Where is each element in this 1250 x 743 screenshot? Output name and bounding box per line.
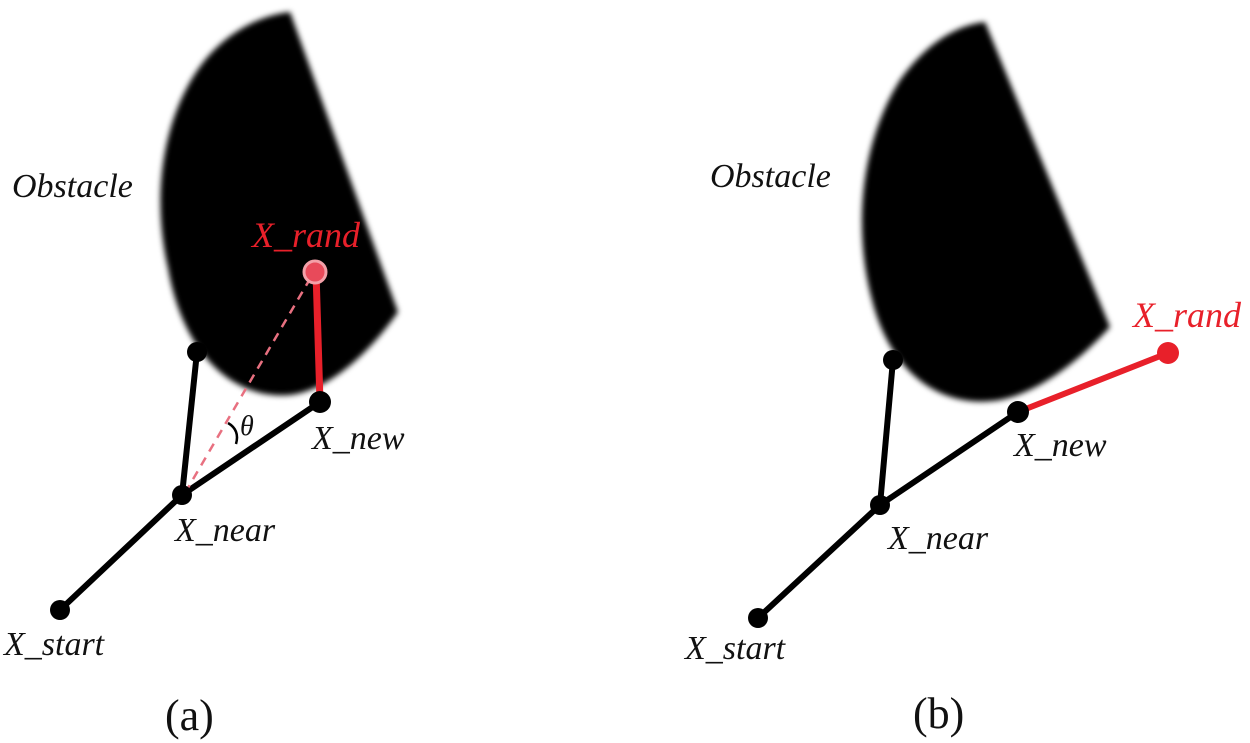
edge-near-new-b	[877, 409, 1021, 508]
edge-near-branch-a	[179, 349, 200, 498]
angle-label: θ	[240, 411, 254, 442]
dashed-line-near-rand	[183, 271, 316, 494]
obstacle-shape-b	[861, 22, 1110, 402]
x-new-label-b: X_new	[1012, 427, 1107, 464]
edge-near-branch-b	[877, 357, 896, 508]
node-x-start-b	[748, 608, 768, 628]
edge-new-rand-a	[312, 268, 324, 406]
node-branch-b	[883, 350, 903, 370]
node-x-rand-a	[302, 259, 328, 285]
x-near-label-a: X_near	[173, 512, 276, 549]
obstacle-label-b: Obstacle	[710, 158, 831, 195]
x-start-label-a: X_start	[2, 626, 106, 663]
x-start-label-b: X_start	[683, 630, 787, 667]
node-x-rand-b	[1157, 342, 1179, 364]
panel-a: Obstacle X_rand θ X_new X_near X_start (…	[2, 12, 405, 740]
node-x-new-a	[309, 391, 331, 413]
edge-start-near-a	[57, 492, 185, 613]
node-x-new-b	[1007, 401, 1029, 423]
edge-new-rand-b	[1015, 350, 1171, 415]
edge-near-new-a	[179, 399, 323, 498]
angle-arc	[227, 421, 239, 445]
node-x-near-b	[870, 495, 890, 515]
obstacle-shape-a	[160, 12, 398, 396]
node-branch-a	[187, 342, 207, 362]
caption-a: (a)	[165, 691, 214, 740]
edge-start-near-b	[755, 502, 883, 621]
node-x-start-a	[50, 600, 70, 620]
panel-b: Obstacle X_rand X_new X_near X_start (b)	[683, 22, 1242, 738]
x-rand-label-b: X_rand	[1131, 295, 1242, 335]
node-x-near-a	[172, 485, 192, 505]
caption-b: (b)	[913, 689, 964, 738]
obstacle-label-a: Obstacle	[12, 168, 133, 205]
x-rand-label-a: X_rand	[250, 215, 361, 255]
x-new-label-a: X_new	[310, 420, 405, 457]
x-near-label-b: X_near	[886, 520, 989, 557]
